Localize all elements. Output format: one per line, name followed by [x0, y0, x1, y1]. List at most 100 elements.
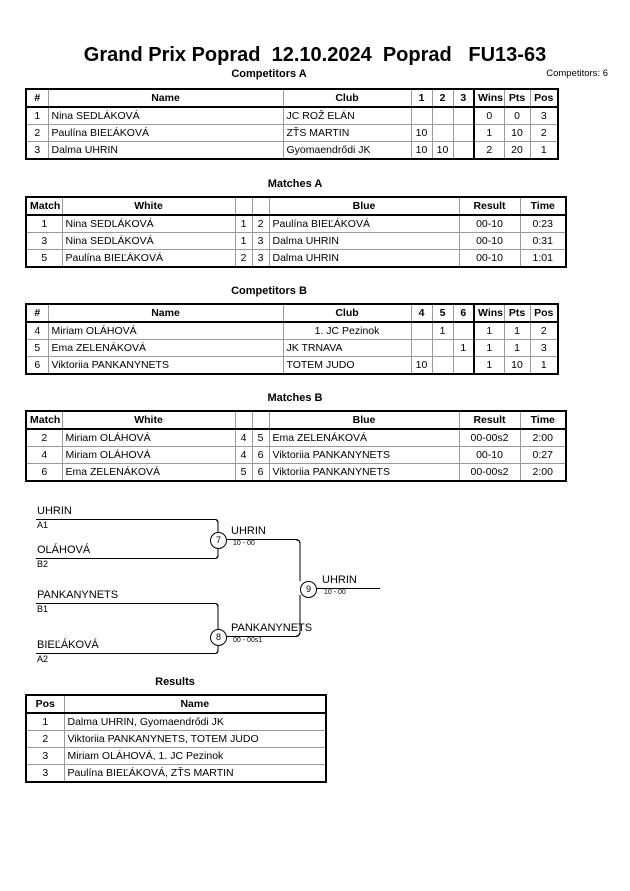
cell-club: JK TRNAVA	[282, 339, 412, 357]
col-wins: Wins	[473, 88, 505, 108]
col-name: Name	[63, 694, 327, 714]
cell-score-3	[452, 106, 475, 125]
col-white-no	[234, 196, 253, 216]
cell-name: Dalma UHRIN	[47, 141, 284, 160]
cell-white-number: 1	[234, 232, 253, 250]
cell-name: Ema ZELENÁKOVÁ	[47, 339, 284, 357]
cell-name: Viktoriia PANKANYNETS	[47, 356, 284, 375]
cell-white-number: 2	[234, 249, 253, 268]
cell-score-1	[410, 321, 433, 340]
cell-blue-name: Dalma UHRIN	[268, 232, 460, 250]
table-header-row: Match White Blue Result Time	[25, 410, 567, 430]
cell-score-1: 10	[410, 124, 433, 142]
cell-score-3	[452, 141, 475, 160]
cell-wins: 1	[473, 321, 505, 340]
cell-blue-name: Dalma UHRIN	[268, 249, 460, 268]
bracket-match-number-7: 7	[210, 532, 227, 549]
col-num: #	[25, 303, 49, 323]
cell-score-2	[431, 124, 454, 142]
cell-white-number: 4	[234, 428, 253, 447]
bracket-entry-seed-1: A1	[37, 520, 49, 530]
cell-score-1: 10	[410, 356, 433, 375]
bracket-entry-name-4: BIEĽÁKOVÁ	[37, 639, 99, 651]
cell-name: Miriam OLÁHOVÁ	[47, 321, 284, 340]
bracket-sf1-winner: UHRIN	[231, 525, 266, 537]
col-white: White	[61, 196, 236, 216]
cell-num: 1	[25, 106, 49, 125]
cell-score-2: 10	[431, 141, 454, 160]
cell-result: 00-00s2	[458, 428, 521, 447]
col-round-3: 3	[452, 88, 475, 108]
cell-white-name: Ema ZELENÁKOVÁ	[61, 463, 236, 482]
cell-club: 1. JC Pezinok	[282, 321, 412, 340]
col-wins: Wins	[473, 303, 505, 323]
cell-time: 2:00	[519, 463, 567, 482]
cell-pos: 3	[529, 106, 559, 125]
cell-result: 00-00s2	[458, 463, 521, 482]
cell-result: 00-10	[458, 232, 521, 250]
cell-wins: 1	[473, 339, 505, 357]
col-name: Name	[47, 88, 284, 108]
col-round-5: 5	[431, 303, 454, 323]
bracket-match-number-8: 8	[210, 629, 227, 646]
bracket-final-score: 10 - 00	[324, 589, 346, 596]
cell-athlete: Paulína BIEĽÁKOVÁ, ZŤS MARTIN	[63, 764, 327, 783]
cell-score-1: 10	[410, 141, 433, 160]
cell-club: Gyomaendrődi JK	[282, 141, 412, 160]
cell-pts: 1	[503, 321, 531, 340]
cell-match-number: 4	[25, 446, 63, 464]
col-result: Result	[458, 196, 521, 216]
cell-wins: 1	[473, 356, 505, 375]
cell-white-number: 5	[234, 463, 253, 482]
cell-position: 1	[25, 712, 65, 731]
cell-position: 3	[25, 747, 65, 765]
cell-score-3	[452, 124, 475, 142]
section-title-competitors-b: Competitors B	[231, 285, 307, 297]
col-blue-no	[251, 410, 270, 430]
col-pos: Pos	[529, 303, 559, 323]
bracket-final-winner: UHRIN	[322, 574, 357, 586]
cell-club: TOTEM JUDO	[282, 356, 412, 375]
cell-num: 4	[25, 321, 49, 340]
cell-score-1	[410, 106, 433, 125]
cell-score-2	[431, 339, 454, 357]
cell-white-name: Nina SEDLÁKOVÁ	[61, 214, 236, 233]
cell-score-3	[452, 321, 475, 340]
cell-num: 2	[25, 124, 49, 142]
col-white: White	[61, 410, 236, 430]
cell-blue-number: 6	[251, 463, 270, 482]
cell-num: 3	[25, 141, 49, 160]
col-round-6: 6	[452, 303, 475, 323]
cell-pos: 1	[529, 356, 559, 375]
col-round-4: 4	[410, 303, 433, 323]
col-blue-no	[251, 196, 270, 216]
page-title: Grand Prix Poprad 12.10.2024 Poprad FU13…	[83, 44, 547, 66]
cell-num: 6	[25, 356, 49, 375]
cell-match-number: 2	[25, 428, 63, 447]
cell-pos: 1	[529, 141, 559, 160]
cell-score-2: 1	[431, 321, 454, 340]
cell-blue-name: Paulína BIEĽÁKOVÁ	[268, 214, 460, 233]
col-time: Time	[519, 196, 567, 216]
bracket-sf1-score: 10 - 00	[233, 540, 255, 547]
cell-time: 2:00	[519, 428, 567, 447]
table-header-row: Match White Blue Result Time	[25, 196, 567, 216]
col-pos: Pos	[25, 694, 65, 714]
cell-white-name: Miriam OLÁHOVÁ	[61, 428, 236, 447]
cell-blue-name: Viktoriia PANKANYNETS	[268, 446, 460, 464]
bracket-entry-seed-4: A2	[37, 654, 49, 664]
col-match: Match	[25, 410, 63, 430]
